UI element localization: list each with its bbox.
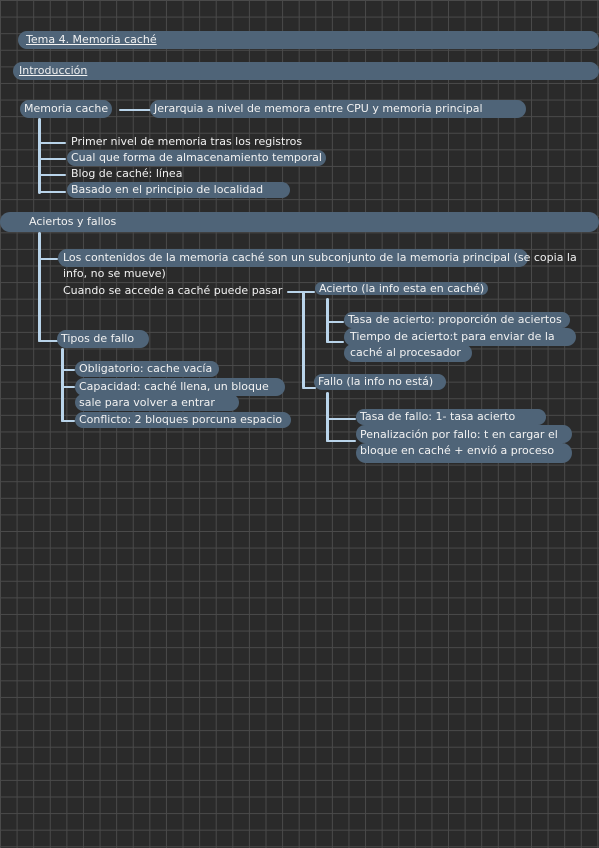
tipos-item: Conflicto: 2 bloques porcuna espacio — [75, 412, 291, 428]
tree-line — [61, 348, 64, 422]
branch — [38, 142, 66, 144]
intro-item: Blog de caché: línea — [71, 167, 183, 180]
memoria-cache-definition: Jerarquia a nivel de memora entre CPU y … — [150, 100, 526, 118]
branch — [326, 418, 356, 420]
tree-line — [38, 118, 41, 194]
branch — [326, 341, 344, 343]
aciertos-heading: Aciertos y fallos — [29, 215, 117, 228]
aciertos-line2: Cuando se accede a caché puede pasar — [63, 284, 283, 297]
branch — [326, 321, 344, 323]
intro-item: Primer nivel de memoria tras los registr… — [71, 135, 303, 148]
tipos-item-band — [75, 394, 239, 411]
branch — [302, 387, 316, 389]
tipos-item-band — [75, 378, 285, 396]
line1-band — [58, 249, 528, 267]
acierto-item-band — [344, 344, 472, 362]
acierto-item-band — [344, 328, 576, 346]
branch — [38, 258, 58, 260]
branch — [61, 386, 75, 388]
fallo-item-band — [356, 425, 572, 443]
acierto-node: Acierto (la info esta en caché) — [315, 281, 489, 297]
fallo-item: Penalización por fallo: t en cargar el b… — [360, 428, 558, 457]
tree-line — [326, 392, 329, 442]
intro-heading: Introducción — [19, 64, 88, 77]
intro-band — [13, 62, 599, 80]
title-band — [18, 31, 599, 49]
branch — [61, 420, 75, 422]
aciertos-band — [0, 212, 599, 232]
fallo-item-band — [356, 443, 572, 463]
aciertos-line1: Los contenidos de la memoria caché son u… — [63, 251, 577, 280]
page-title: Tema 4. Memoria caché — [26, 33, 157, 46]
connector — [119, 109, 152, 111]
branch — [38, 174, 66, 176]
tipos-item: Obligatorio: cache vacía — [75, 361, 219, 377]
branch — [38, 191, 66, 193]
acierto-item: Tiempo de acierto:t para enviar de la ca… — [350, 330, 555, 359]
branch — [326, 440, 356, 442]
fallo-item: Tasa de fallo: 1- tasa acierto — [356, 409, 546, 425]
tree-line — [326, 298, 329, 343]
fallo-node: Fallo (la info no está) — [314, 374, 446, 390]
tree-line — [302, 291, 305, 388]
tipos-item: Capacidad: caché llena, un bloque sale p… — [79, 380, 269, 409]
acierto-label: Acierto (la info esta en caché) — [315, 282, 489, 295]
memoria-cache-node: Memoria cache — [20, 100, 113, 118]
connector — [287, 291, 315, 293]
branch — [61, 369, 75, 371]
branch — [38, 158, 66, 160]
tipos-node: Tipos de fallo — [57, 330, 149, 348]
acierto-item: Tasa de acierto: proporción de aciertos — [344, 312, 570, 328]
intro-item: Basado en el principio de localidad — [67, 182, 290, 198]
tree-line — [38, 232, 41, 342]
intro-item: Cual que forma de almacenamiento tempora… — [67, 150, 326, 166]
branch — [38, 340, 60, 342]
